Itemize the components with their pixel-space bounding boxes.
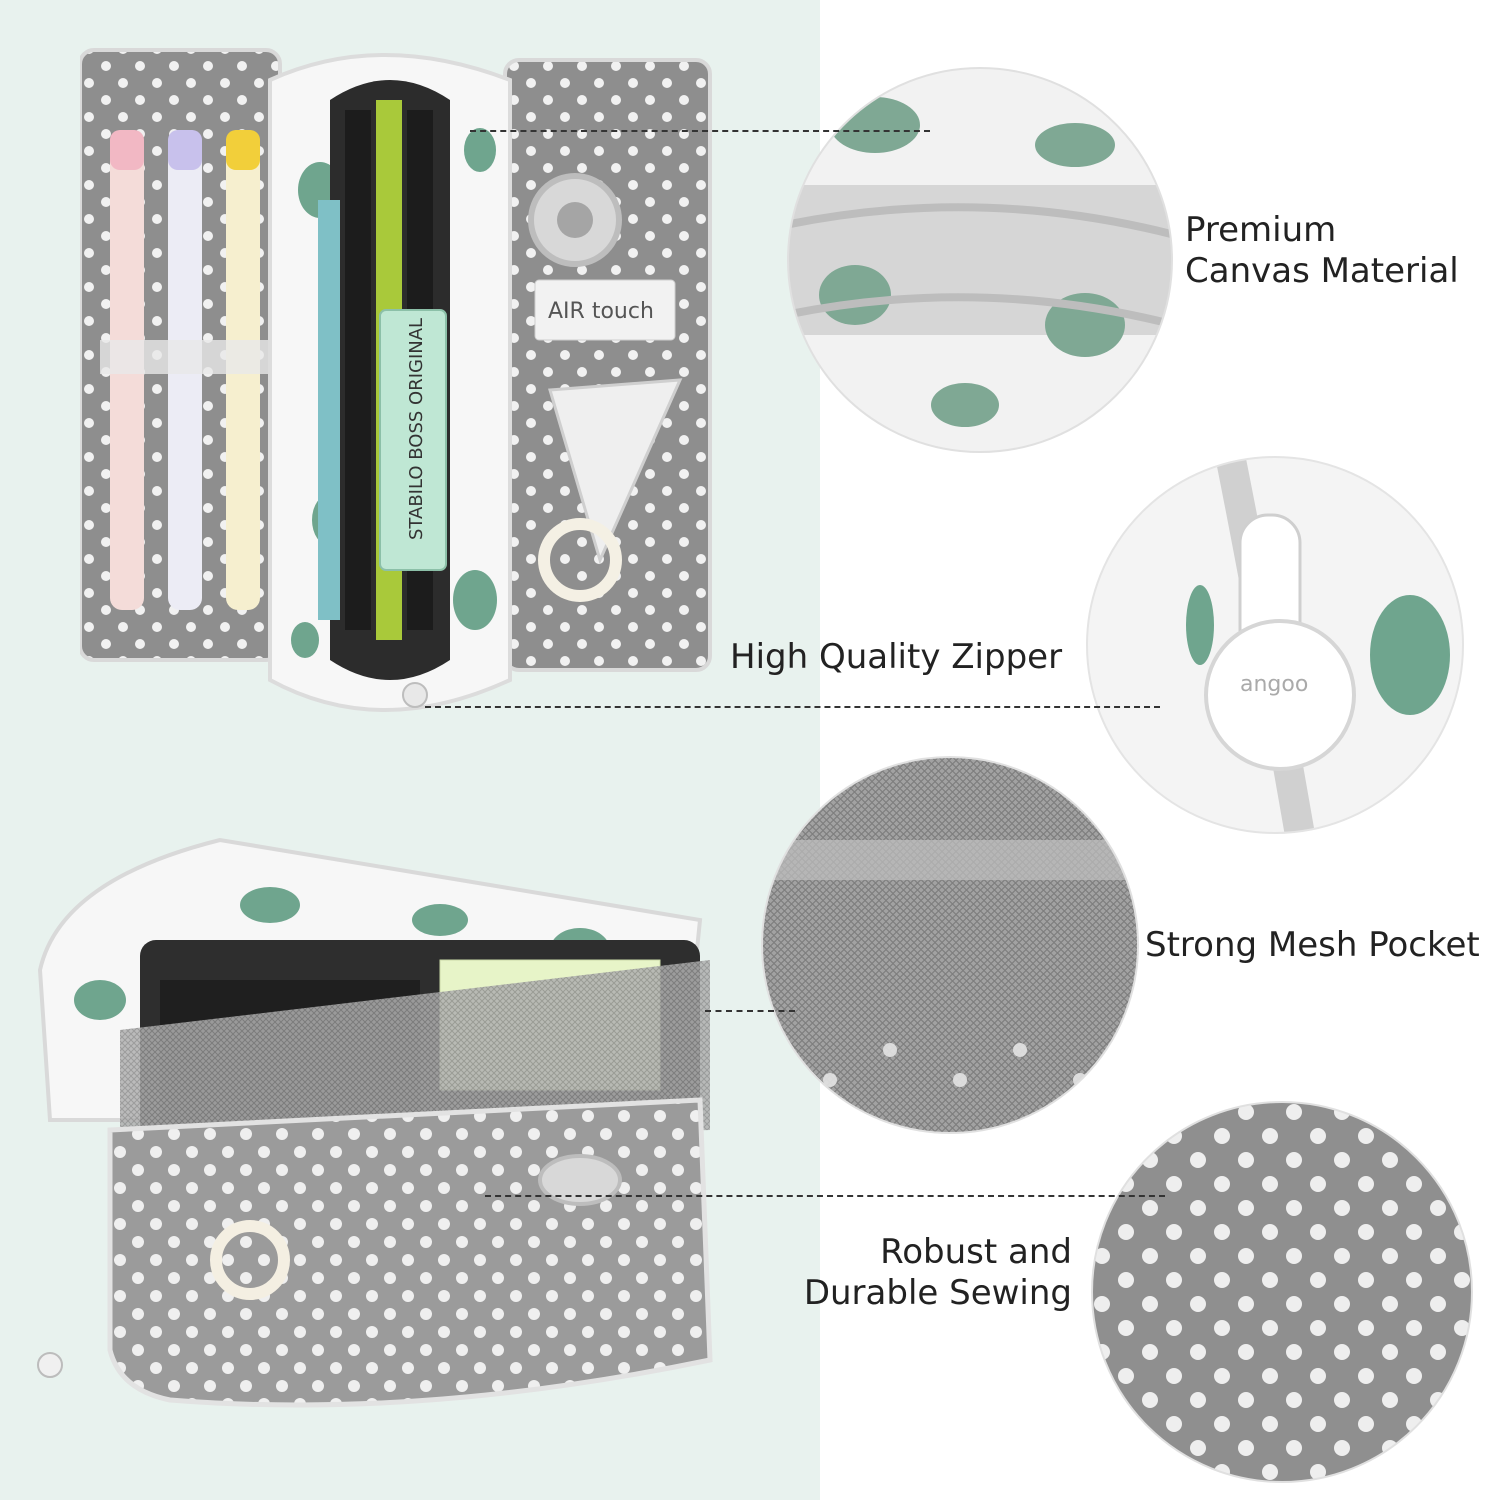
sewing-leader-line: [485, 1195, 1165, 1197]
eraser-label: AIR touch: [548, 299, 654, 324]
zipper-leader-line: [425, 706, 1160, 708]
feature-label-line: Robust and: [880, 1232, 1072, 1272]
feature-label-line: Durable Sewing: [803, 1272, 1072, 1313]
feature-label-mesh: Strong Mesh Pocket: [1145, 925, 1480, 966]
canvas-closeup-circle: [787, 67, 1173, 453]
feature-label-sewing: Robust and Durable Sewing: [800, 1232, 1072, 1314]
zipper-closeup-circle: angoo: [1086, 456, 1464, 834]
canvas-leader-line: [470, 130, 930, 132]
mesh-pocket-closeup-circle: [761, 756, 1139, 1134]
feature-label-line: Strong Mesh Pocket: [1145, 925, 1480, 965]
feature-label-zipper: High Quality Zipper: [730, 637, 1062, 678]
feature-label-canvas: Premium Canvas Material: [1185, 210, 1459, 292]
open-pencil-case-photo: AIR touch STABILO BOSS ORIGINAL: [80, 48, 712, 712]
sewing-closeup-circle: [1091, 1101, 1473, 1483]
feature-label-line: High Quality Zipper: [730, 637, 1063, 677]
mesh-leader-line: [705, 1010, 795, 1012]
zipper-pull-brand: angoo: [1240, 672, 1308, 697]
feature-label-line: Canvas Material: [1185, 250, 1459, 291]
marker-pens-group: [110, 130, 260, 610]
feature-label-line: Premium: [1185, 210, 1337, 250]
highlighter-label: STABILO BOSS ORIGINAL: [406, 318, 427, 540]
closed-pencil-case-photo: [37, 837, 713, 1408]
